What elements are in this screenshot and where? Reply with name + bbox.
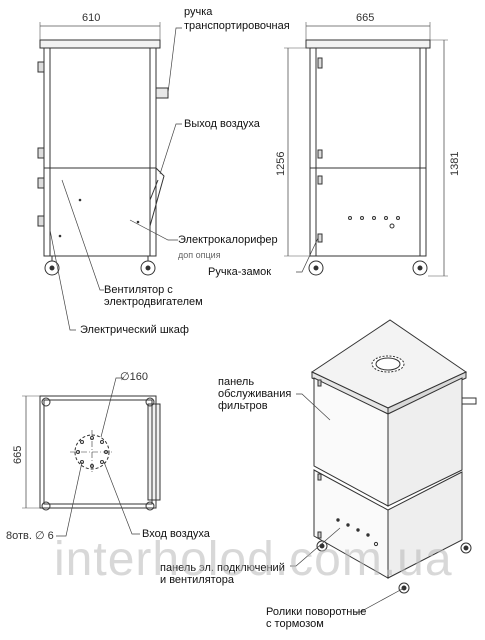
label-casters-2: с тормозом xyxy=(266,618,324,630)
label-transport-handle-1: ручка xyxy=(184,6,213,18)
leader-lines xyxy=(49,27,319,331)
label-heater: Электрокалорифер xyxy=(178,234,278,246)
isometric-view xyxy=(290,319,477,613)
dim-side-width: 610 xyxy=(82,12,101,24)
label-transport-handle-2: транспортировочная xyxy=(184,20,290,32)
front-view xyxy=(284,22,448,277)
dim-holes: 8отв. ∅ 6 xyxy=(6,530,54,542)
label-fan-1: Вентилятор с xyxy=(104,284,173,296)
label-fan-2: электродвигателем xyxy=(104,296,203,308)
label-air-outlet: Выход воздуха xyxy=(184,118,260,130)
label-electric-panel-1: панель эл. подключений xyxy=(160,562,285,574)
label-filter-panel-3: фильтров xyxy=(218,400,268,412)
label-casters-1: Ролики поворотные xyxy=(266,606,367,618)
side-view xyxy=(37,22,169,276)
dim-height-body: 1256 xyxy=(275,151,287,176)
label-heater-option: доп опция xyxy=(178,250,221,260)
label-lock-handle: Ручка-замок xyxy=(208,266,272,278)
dim-duct-diameter: ∅160 xyxy=(120,371,148,383)
dim-front-width: 665 xyxy=(356,12,375,24)
dim-height-total: 1381 xyxy=(449,151,461,176)
label-cabinet: Электрический шкаф xyxy=(80,324,189,336)
watermark: interholod.com.ua xyxy=(54,533,453,586)
label-filter-panel-1: панель xyxy=(218,376,255,388)
dim-top-depth: 665 xyxy=(12,445,24,464)
top-view xyxy=(22,377,161,537)
label-filter-panel-2: обслуживания xyxy=(218,388,292,400)
label-electric-panel-2: и вентилятора xyxy=(160,574,234,586)
label-air-inlet: Вход воздуха xyxy=(142,528,210,540)
